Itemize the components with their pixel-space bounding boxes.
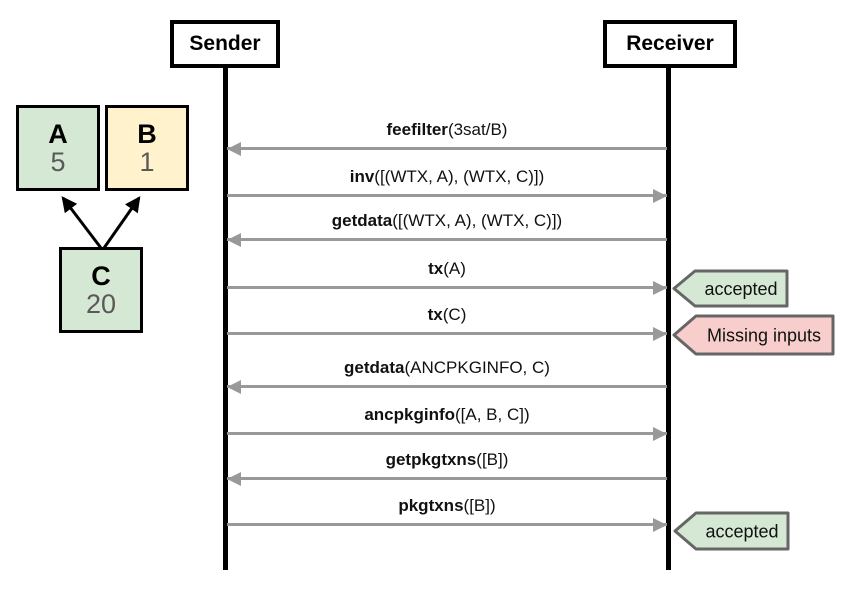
receiver-lifeline — [666, 66, 671, 570]
message-pkgtxns-label: pkgtxns([B]) — [398, 496, 496, 515]
edge-c-to-b — [102, 196, 141, 249]
tx-node-b-label: B — [137, 118, 157, 149]
tx-node-a-value: 5 — [50, 147, 66, 177]
message-ancpkginfo: ancpkginfo([A, B, C]) — [227, 404, 667, 441]
tx-node-c-label: C — [91, 260, 111, 291]
tx-node-c-value: 20 — [85, 289, 117, 319]
message-getpkgtxns-arrow — [227, 471, 667, 486]
edge-c-to-a — [61, 196, 103, 249]
tx-node-b-value: 1 — [139, 147, 155, 177]
badge-accepted-pkgtxns-shape — [673, 511, 790, 551]
actor-sender-label: Sender — [189, 32, 261, 55]
mempool-graph-edges — [61, 196, 141, 249]
actor-sender: Sender — [170, 20, 280, 68]
badge-accepted-tx-a-label: accepted — [704, 279, 777, 299]
tx-node-a-label: A — [48, 118, 68, 149]
message-getpkgtxns: getpkgtxns([B]) — [227, 449, 667, 486]
message-getdata-wtx: getdata([(WTX, A), (WTX, C)]) — [227, 210, 667, 247]
message-getdata-ancpkginfo: getdata(ANCPKGINFO, C) — [227, 357, 667, 394]
tx-node-b: B 1 — [105, 105, 189, 191]
message-tx-a-label: tx(A) — [428, 259, 466, 278]
actor-receiver: Receiver — [603, 20, 737, 68]
message-getdata-ancpkginfo-arrow — [227, 379, 667, 394]
badge-accepted-tx-a: accepted — [672, 269, 789, 308]
message-tx-c-label: tx(C) — [427, 305, 467, 324]
badge-missing-inputs-shape — [672, 314, 835, 356]
message-inv: inv([(WTX, A), (WTX, C)]) — [227, 166, 667, 203]
badge-accepted-tx-a-shape — [672, 269, 789, 308]
message-ancpkginfo-arrow — [227, 426, 667, 441]
badge-accepted-pkgtxns-label: accepted — [705, 522, 778, 542]
message-getdata-wtx-arrow — [227, 232, 667, 247]
message-ancpkginfo-label: ancpkginfo([A, B, C]) — [364, 405, 530, 424]
message-tx-c-arrow — [227, 326, 667, 341]
tx-node-a: A 5 — [16, 105, 100, 191]
message-pkgtxns-arrow — [227, 517, 667, 532]
message-feefilter: feefilter(3sat/B) — [227, 119, 667, 156]
actor-receiver-label: Receiver — [626, 32, 714, 55]
message-feefilter-arrow — [227, 141, 667, 156]
message-inv-label: inv([(WTX, A), (WTX, C)]) — [349, 167, 545, 186]
message-pkgtxns: pkgtxns([B]) — [227, 495, 667, 532]
message-getdata-wtx-label: getdata([(WTX, A), (WTX, C)]) — [331, 211, 563, 230]
badge-accepted-pkgtxns: accepted — [673, 511, 790, 551]
message-tx-a: tx(A) — [227, 258, 667, 295]
message-feefilter-label: feefilter(3sat/B) — [386, 120, 508, 139]
message-tx-c: tx(C) — [227, 304, 667, 341]
message-inv-arrow — [227, 188, 667, 203]
message-getpkgtxns-label: getpkgtxns([B]) — [385, 450, 509, 469]
message-getdata-ancpkginfo-label: getdata(ANCPKGINFO, C) — [344, 358, 550, 377]
sender-lifeline — [223, 66, 228, 570]
badge-missing-inputs-label: Missing inputs — [707, 326, 821, 346]
badge-missing-inputs: Missing inputs — [672, 314, 835, 356]
message-tx-a-arrow — [227, 280, 667, 295]
tx-node-c: C 20 — [59, 247, 143, 333]
